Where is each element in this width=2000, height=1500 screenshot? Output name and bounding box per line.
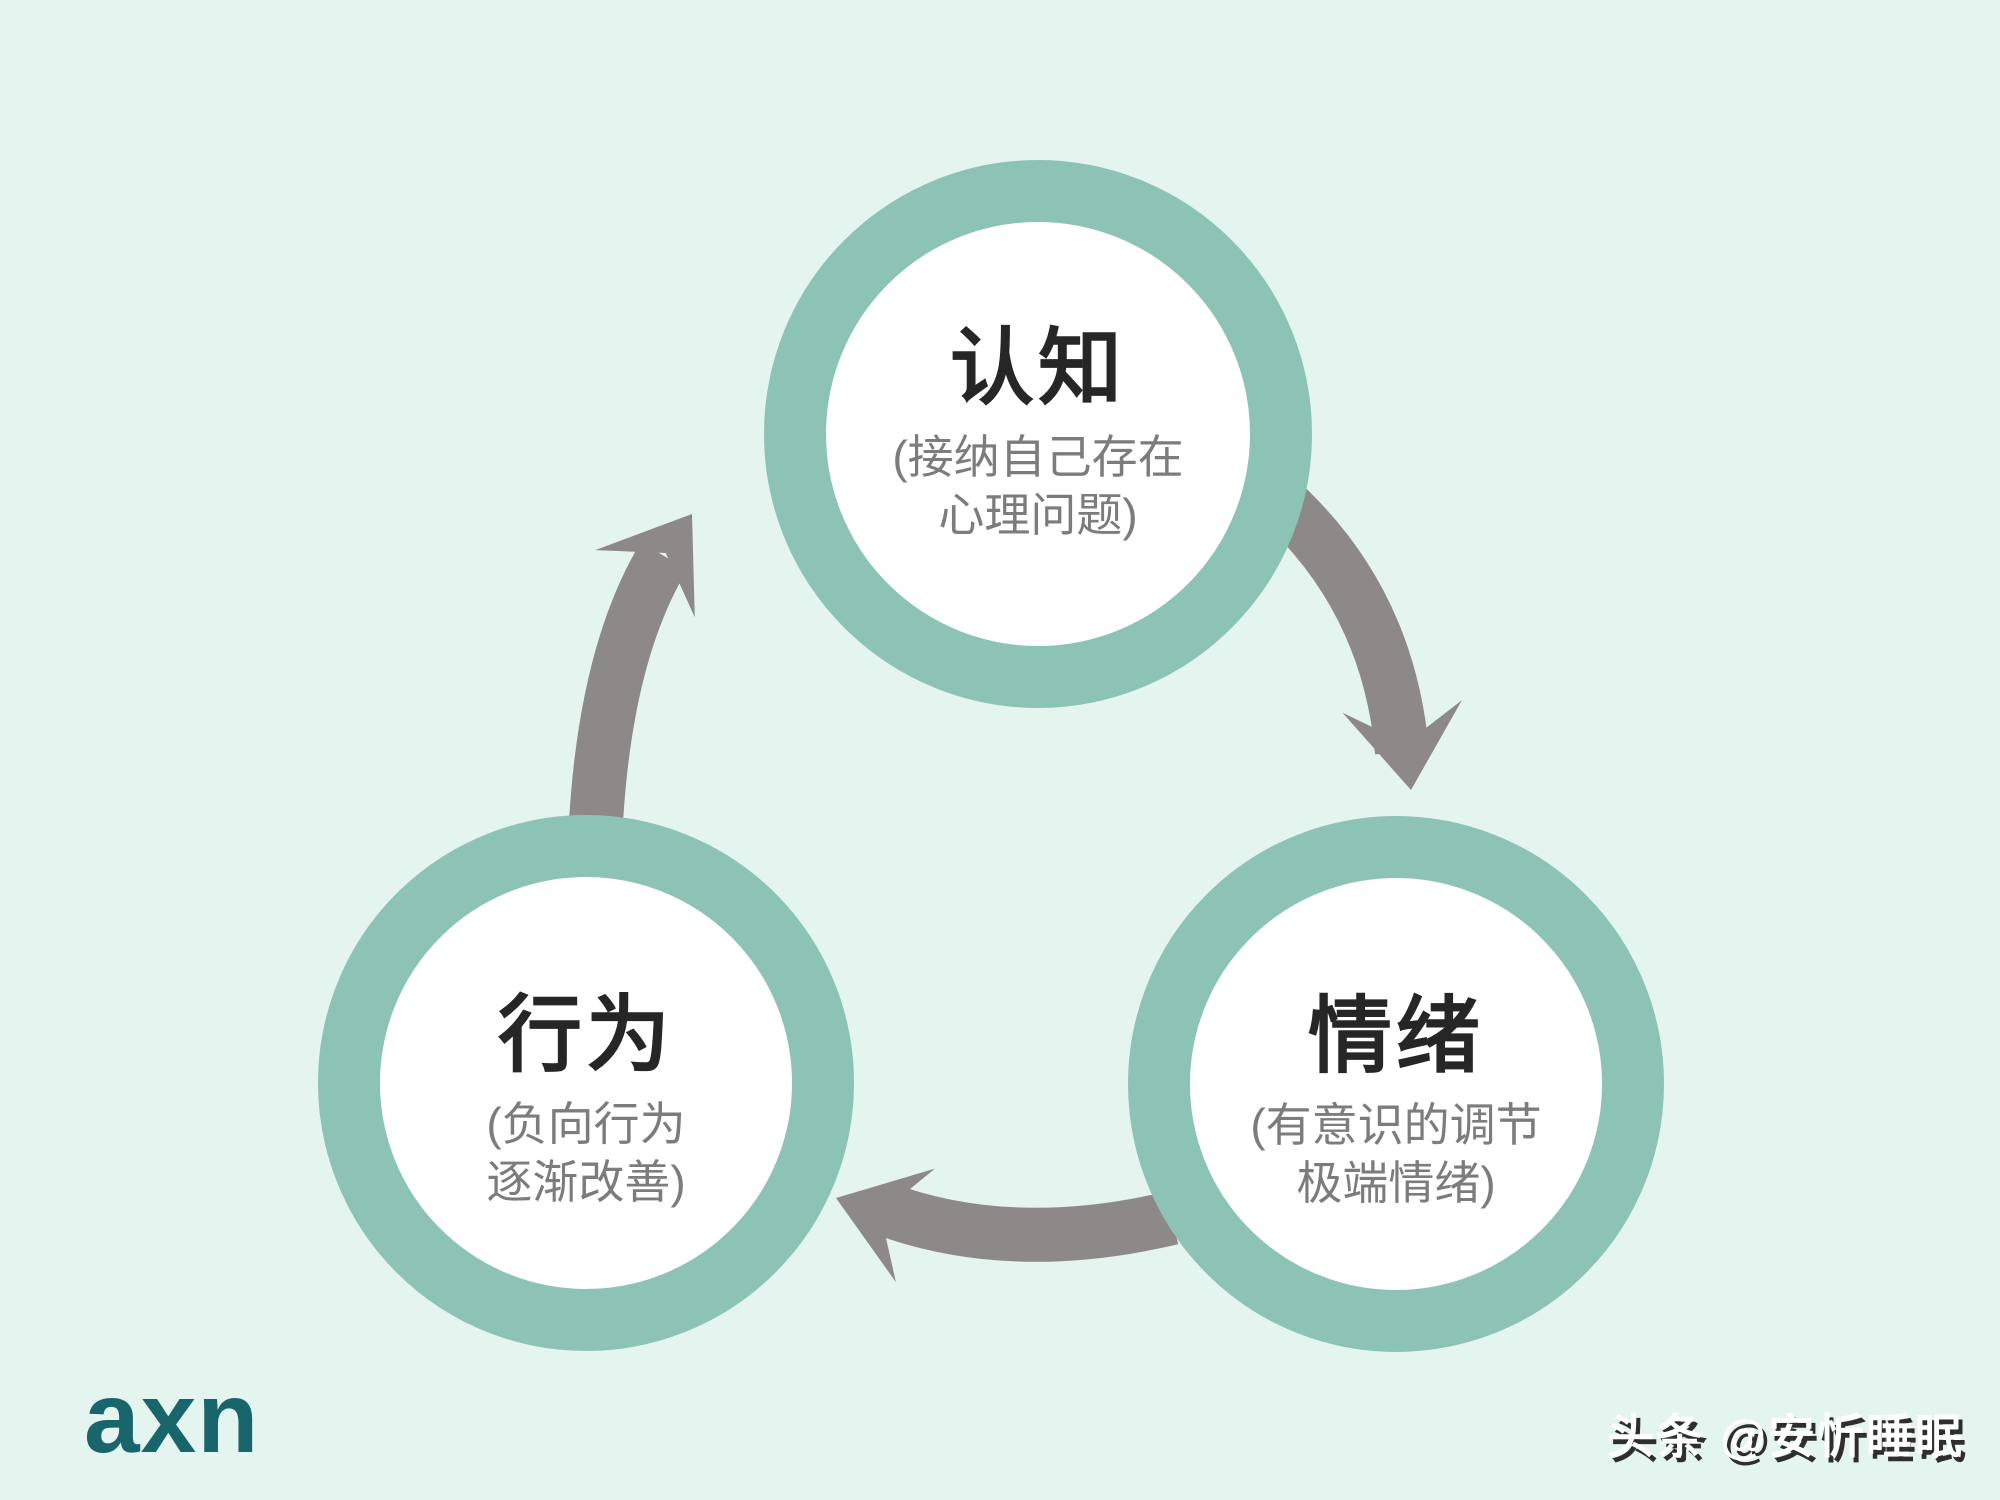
node-emotion-subtitle-line1: (有意识的调节 <box>1250 1099 1542 1152</box>
arrow-emotion-to-behavior <box>872 1182 1179 1262</box>
node-behavior-content: 行为 (负向行为 逐渐改善) <box>486 987 685 1213</box>
arrowhead-behavior-to-cognition-icon <box>595 514 695 618</box>
node-cognition: 认知 (接纳自己存在 心理问题) <box>764 160 1312 708</box>
node-behavior-subtitle: (负向行为 逐渐改善) <box>486 1096 685 1212</box>
node-cognition-subtitle-line2: 心理问题) <box>938 489 1138 542</box>
node-emotion-subtitle-line2: 极端情绪) <box>1296 1157 1496 1210</box>
node-cognition-title: 认知 <box>949 320 1126 415</box>
arrowhead-emotion-to-behavior-icon <box>836 1168 935 1283</box>
node-emotion-title: 情绪 <box>1307 988 1484 1083</box>
node-behavior: 行为 (负向行为 逐渐改善) <box>318 815 854 1351</box>
arrow-behavior-to-cognition <box>569 542 688 824</box>
node-cognition-subtitle-line1: (接纳自己存在 <box>892 431 1184 484</box>
node-cognition-content: 认知 (接纳自己存在 心理问题) <box>892 320 1183 546</box>
arrow-cognition-to-emotion <box>1252 471 1429 755</box>
node-behavior-subtitle-line1: (负向行为 <box>486 1098 686 1151</box>
node-behavior-subtitle-line2: 逐渐改善) <box>486 1156 686 1209</box>
toutiao-watermark: 头条 @安忻睡眠 <box>1607 1410 1964 1463</box>
axn-logo: axn <box>84 1362 260 1474</box>
node-behavior-title: 行为 <box>497 987 674 1082</box>
node-cognition-subtitle: (接纳自己存在 心理问题) <box>892 429 1183 545</box>
node-emotion-subtitle: (有意识的调节 极端情绪) <box>1250 1097 1541 1213</box>
node-emotion-content: 情绪 (有意识的调节 极端情绪) <box>1250 988 1541 1214</box>
node-emotion: 情绪 (有意识的调节 极端情绪) <box>1128 816 1664 1352</box>
arrowhead-cognition-to-emotion-icon <box>1342 700 1462 790</box>
